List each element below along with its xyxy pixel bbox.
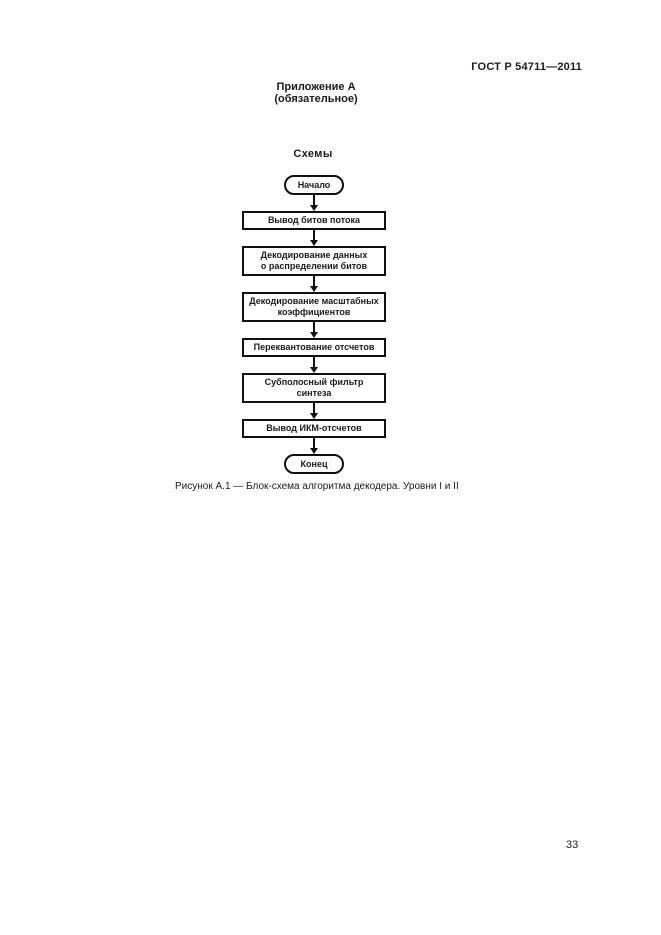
arrow-head <box>310 413 318 419</box>
arrow-head <box>310 286 318 292</box>
arrow-shaft <box>313 438 315 448</box>
arrow-shaft <box>313 230 315 240</box>
arrow-shaft <box>313 403 315 413</box>
arrow-down-icon <box>309 438 319 454</box>
document-code: ГОСТ Р 54711—2011 <box>471 61 582 73</box>
section-title: Схемы <box>293 148 333 160</box>
flowchart-step-bit-allocation-decoding: Декодирование данных о распределении бит… <box>242 246 386 276</box>
flowchart-step-pcm-output: Вывод ИКМ-отсчетов <box>242 419 386 438</box>
arrow-shaft <box>313 357 315 367</box>
arrow-head <box>310 240 318 246</box>
arrow-down-icon <box>309 357 319 373</box>
arrow-head <box>310 367 318 373</box>
decoder-flowchart: Начало Вывод битов потока Декодирование … <box>241 175 387 474</box>
annex-heading: Приложение А (обязательное) <box>0 81 632 105</box>
arrow-shaft <box>313 276 315 286</box>
flowchart-step-scalefactor-decoding: Декодирование масштабных коэффициентов <box>242 292 386 322</box>
flowchart-terminal-start: Начало <box>284 175 344 195</box>
arrow-head <box>310 332 318 338</box>
arrow-shaft <box>313 322 315 332</box>
arrow-head <box>310 448 318 454</box>
figure-caption: Рисунок А.1 — Блок-схема алгоритма декод… <box>175 481 459 492</box>
page-number: 33 <box>566 839 579 851</box>
flowchart-step-synthesis-filter: Субполосный фильтр синтеза <box>242 373 386 403</box>
arrow-down-icon <box>309 230 319 246</box>
arrow-down-icon <box>309 322 319 338</box>
arrow-down-icon <box>309 276 319 292</box>
flowchart-terminal-end: Конец <box>284 454 344 474</box>
arrow-shaft <box>313 195 315 205</box>
annex-title: Приложение А <box>276 81 356 93</box>
arrow-down-icon <box>309 403 319 419</box>
annex-subtitle: (обязательное) <box>274 93 358 105</box>
arrow-head <box>310 205 318 211</box>
flowchart-step-requantization: Переквантование отсчетов <box>242 338 386 357</box>
arrow-down-icon <box>309 195 319 211</box>
flowchart-step-bitstream: Вывод битов потока <box>242 211 386 230</box>
